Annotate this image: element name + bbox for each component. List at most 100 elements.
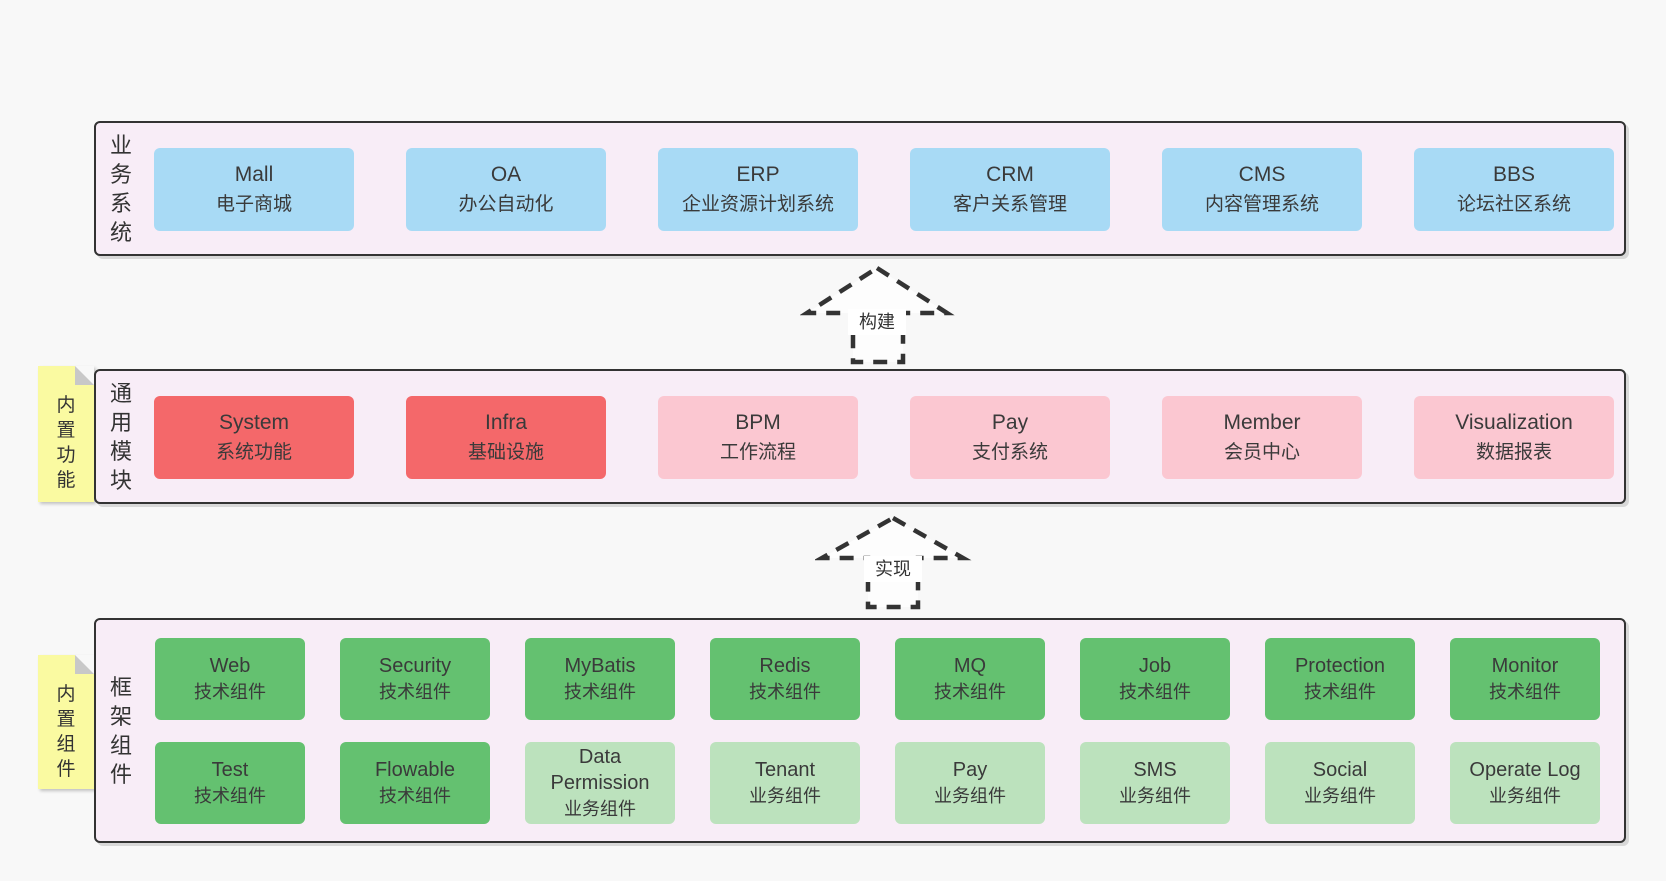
box-mall: Mall 电子商城 — [154, 148, 354, 231]
box-subtitle: 技术组件 — [194, 682, 266, 702]
box-title: BBS — [1492, 163, 1536, 186]
box-redis: Redis 技术组件 — [710, 638, 860, 720]
box-security: Security 技术组件 — [340, 638, 490, 720]
box-pay-component: Pay 业务组件 — [895, 742, 1045, 824]
box-subtitle: 业务组件 — [934, 786, 1006, 806]
box-bbs: BBS 论坛社区系统 — [1414, 148, 1614, 231]
folded-corner-icon — [75, 655, 94, 674]
box-subtitle: 支付系统 — [971, 442, 1048, 463]
box-subtitle: 技术组件 — [934, 682, 1006, 702]
panel-framework-components: 框架组件 Web 技术组件 Security 技术组件 MyBatis 技术组件… — [94, 618, 1626, 843]
box-subtitle: 企业资源计划系统 — [681, 194, 834, 215]
box-title: Data Permission — [550, 746, 650, 794]
box-subtitle: 客户关系管理 — [952, 194, 1067, 215]
box-subtitle: 业务组件 — [749, 786, 821, 806]
arrow-build-label: 构建 — [848, 309, 906, 335]
box-title: Visualization — [1455, 411, 1573, 434]
panel-common-modules: 通用模块 System 系统功能 Infra 基础设施 BPM 工作流程 Pay… — [94, 369, 1626, 504]
box-subtitle: 技术组件 — [194, 786, 266, 806]
folded-corner-icon — [75, 366, 94, 385]
box-title: CRM — [986, 163, 1034, 186]
box-title: Monitor — [1491, 655, 1559, 677]
sticky-tab-built-in-components: 内置组件 — [38, 655, 94, 789]
box-title: Mall — [234, 163, 274, 186]
box-title: Protection — [1294, 655, 1386, 677]
box-mq: MQ 技术组件 — [895, 638, 1045, 720]
box-title: ERP — [736, 163, 780, 186]
business-box-row: Mall 电子商城 OA 办公自动化 ERP 企业资源计划系统 CRM 客户关系… — [154, 148, 1614, 231]
box-subtitle: 技术组件 — [564, 682, 636, 702]
box-subtitle: 技术组件 — [1304, 682, 1376, 702]
box-title: Web — [209, 655, 251, 677]
box-title: MyBatis — [564, 655, 636, 677]
box-title: BPM — [735, 411, 781, 434]
box-protection: Protection 技术组件 — [1265, 638, 1415, 720]
box-title: Test — [211, 759, 249, 781]
box-infra: Infra 基础设施 — [406, 396, 606, 479]
box-subtitle: 工作流程 — [719, 442, 796, 463]
components-rows: Web 技术组件 Security 技术组件 MyBatis 技术组件 Redi… — [155, 638, 1600, 824]
box-system: System 系统功能 — [154, 396, 354, 479]
panel-business-systems: 业务系统 Mall 电子商城 OA 办公自动化 ERP 企业资源计划系统 CRM… — [94, 121, 1626, 256]
box-title: Tenant — [754, 759, 816, 781]
box-subtitle: 会员中心 — [1223, 442, 1300, 463]
box-title: CMS — [1238, 163, 1286, 186]
modules-box-row: System 系统功能 Infra 基础设施 BPM 工作流程 Pay 支付系统… — [154, 396, 1614, 479]
box-data-permission: Data Permission 业务组件 — [525, 742, 675, 824]
box-member: Member 会员中心 — [1162, 396, 1362, 479]
box-subtitle: 业务组件 — [1119, 786, 1191, 806]
box-subtitle: 论坛社区系统 — [1456, 194, 1571, 215]
box-subtitle: 基础设施 — [467, 442, 544, 463]
box-title: OA — [490, 163, 522, 186]
box-title: SMS — [1133, 759, 1177, 781]
box-sms: SMS 业务组件 — [1080, 742, 1230, 824]
box-subtitle: 数据报表 — [1475, 442, 1552, 463]
box-title: Member — [1223, 411, 1301, 434]
box-title: Operate Log — [1469, 759, 1581, 781]
box-oa: OA 办公自动化 — [406, 148, 606, 231]
box-subtitle: 业务组件 — [564, 799, 636, 819]
components-row-2: Test 技术组件 Flowable 技术组件 Data Permission … — [155, 742, 1600, 824]
box-subtitle: 技术组件 — [1489, 682, 1561, 702]
box-erp: ERP 企业资源计划系统 — [658, 148, 858, 231]
sticky-tab-text: 内置功能 — [56, 395, 76, 491]
layer-label-framework-components: 框架组件 — [106, 620, 136, 841]
box-subtitle: 业务组件 — [1489, 786, 1561, 806]
box-title: Pay — [991, 411, 1029, 434]
components-row-1: Web 技术组件 Security 技术组件 MyBatis 技术组件 Redi… — [155, 638, 1600, 720]
box-web: Web 技术组件 — [155, 638, 305, 720]
box-title: Redis — [759, 655, 811, 677]
box-title: Pay — [952, 759, 988, 781]
box-title: System — [218, 411, 289, 434]
box-bpm: BPM 工作流程 — [658, 396, 858, 479]
box-title: Security — [378, 655, 452, 677]
arrow-implement-label: 实现 — [864, 556, 922, 582]
box-crm: CRM 客户关系管理 — [910, 148, 1110, 231]
box-subtitle: 电子商城 — [215, 194, 292, 215]
box-test: Test 技术组件 — [155, 742, 305, 824]
box-subtitle: 技术组件 — [1119, 682, 1191, 702]
box-cms: CMS 内容管理系统 — [1162, 148, 1362, 231]
box-subtitle: 技术组件 — [749, 682, 821, 702]
box-job: Job 技术组件 — [1080, 638, 1230, 720]
box-title: Social — [1312, 759, 1368, 781]
box-social: Social 业务组件 — [1265, 742, 1415, 824]
box-subtitle: 办公自动化 — [458, 194, 554, 215]
sticky-tab-text: 内置组件 — [56, 684, 76, 780]
layer-label-business-systems: 业务系统 — [106, 123, 136, 254]
box-pay-system: Pay 支付系统 — [910, 396, 1110, 479]
box-subtitle: 业务组件 — [1304, 786, 1376, 806]
box-title: Infra — [484, 411, 528, 434]
layer-label-text: 业务系统 — [109, 132, 132, 245]
box-title: Job — [1138, 655, 1172, 677]
box-subtitle: 系统功能 — [215, 442, 292, 463]
box-subtitle: 技术组件 — [379, 786, 451, 806]
box-title: Flowable — [374, 759, 456, 781]
layer-label-text: 框架组件 — [109, 674, 132, 787]
layer-label-text: 通用模块 — [109, 380, 132, 493]
sticky-tab-built-in-features: 内置功能 — [38, 366, 94, 502]
box-monitor: Monitor 技术组件 — [1450, 638, 1600, 720]
box-visualization: Visualization 数据报表 — [1414, 396, 1614, 479]
box-subtitle: 内容管理系统 — [1204, 194, 1319, 215]
